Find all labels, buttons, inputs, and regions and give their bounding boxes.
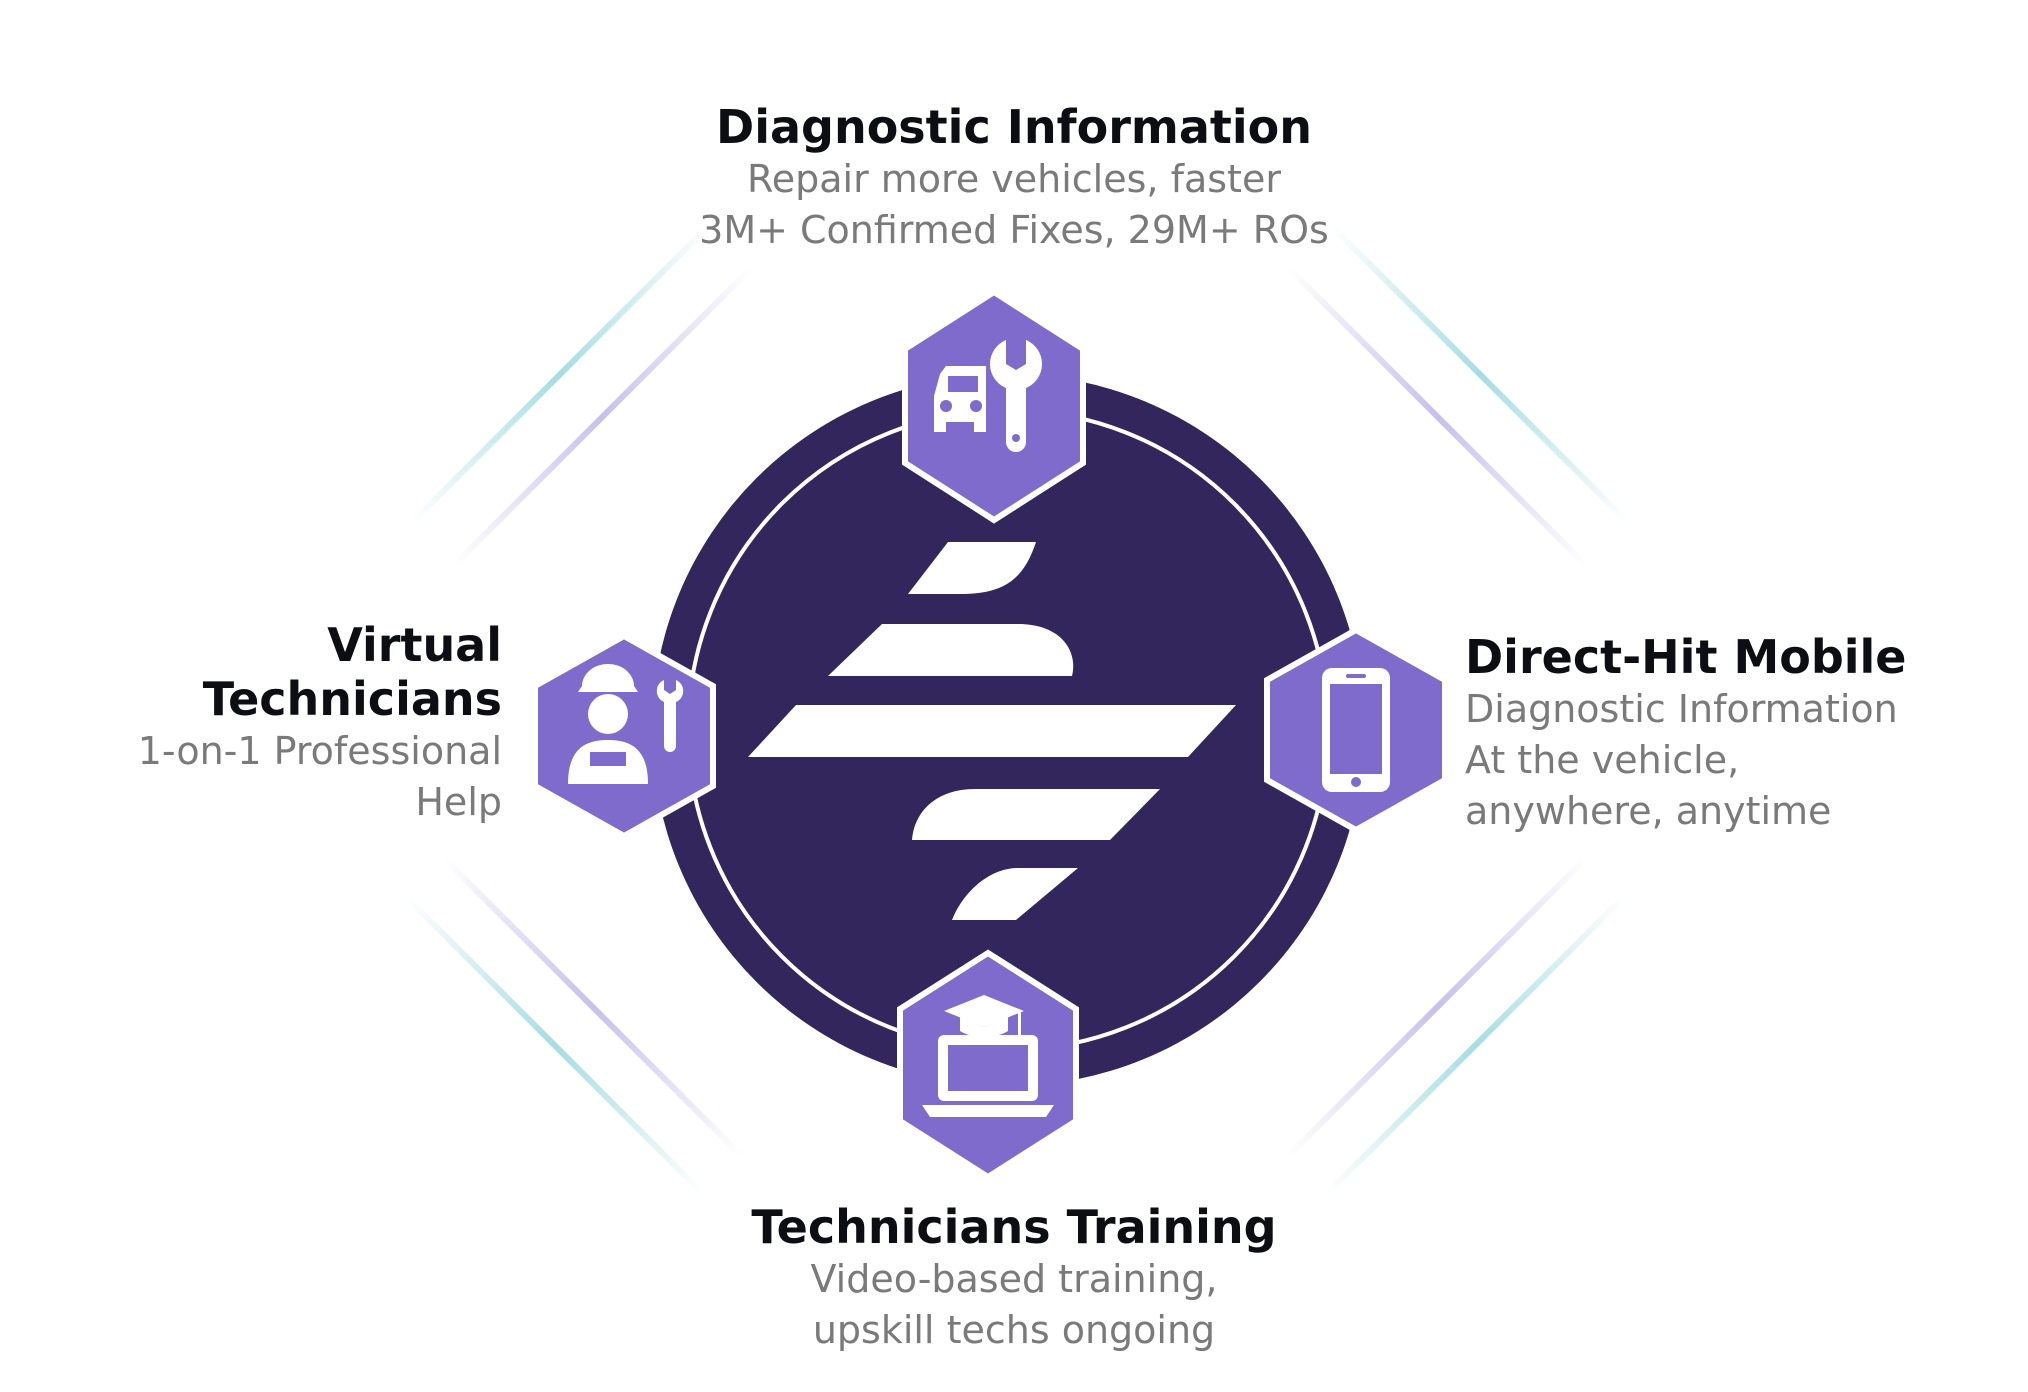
smartphone-icon bbox=[1322, 668, 1390, 792]
node-right-line-3: anywhere, anytime bbox=[1465, 789, 1832, 833]
mechanic-icon bbox=[568, 664, 684, 784]
laptop-graduation-icon bbox=[922, 995, 1054, 1117]
node-top: Diagnostic Information Repair more vehic… bbox=[514, 100, 1514, 256]
node-right: Direct-Hit Mobile Diagnostic Information… bbox=[1465, 630, 2005, 837]
node-top-title: Diagnostic Information bbox=[716, 100, 1312, 154]
node-left-line-1: 1-on-1 Professional bbox=[137, 729, 502, 773]
node-left-title-2: Technicians bbox=[202, 672, 502, 726]
node-bottom-line-2: upskill techs ongoing bbox=[812, 1308, 1216, 1352]
node-right-title: Direct-Hit Mobile bbox=[1465, 630, 1907, 684]
node-left: Virtual Technicians 1-on-1 Professional … bbox=[40, 618, 502, 828]
ray-bottom-right bbox=[1286, 856, 1626, 1196]
hexagon-left bbox=[532, 632, 716, 840]
hexagon-top bbox=[902, 288, 1086, 524]
hexagon-right bbox=[1264, 626, 1448, 834]
node-right-line-2: At the vehicle, bbox=[1465, 738, 1740, 782]
node-top-line-2: 3M+ Confirmed Fixes, 29M+ ROs bbox=[699, 208, 1329, 252]
node-right-line-1: Diagnostic Information bbox=[1465, 687, 1898, 731]
node-top-line-1: Repair more vehicles, faster bbox=[747, 157, 1281, 201]
node-left-line-2: Help bbox=[415, 780, 502, 824]
brand-logo-icon bbox=[748, 542, 1236, 920]
ray-top-right bbox=[1287, 224, 1631, 568]
diagonal-rays bbox=[404, 224, 1631, 1196]
node-left-title-1: Virtual bbox=[327, 618, 502, 672]
node-bottom-line-1: Video-based training, bbox=[810, 1257, 1218, 1301]
node-bottom: Technicians Training Video-based trainin… bbox=[514, 1200, 1514, 1356]
ray-bottom-left bbox=[404, 856, 744, 1196]
car-wrench-icon bbox=[934, 340, 1042, 452]
ray-top-left bbox=[409, 224, 753, 568]
node-bottom-title: Technicians Training bbox=[751, 1200, 1277, 1254]
hexagon-bottom bbox=[897, 949, 1079, 1181]
